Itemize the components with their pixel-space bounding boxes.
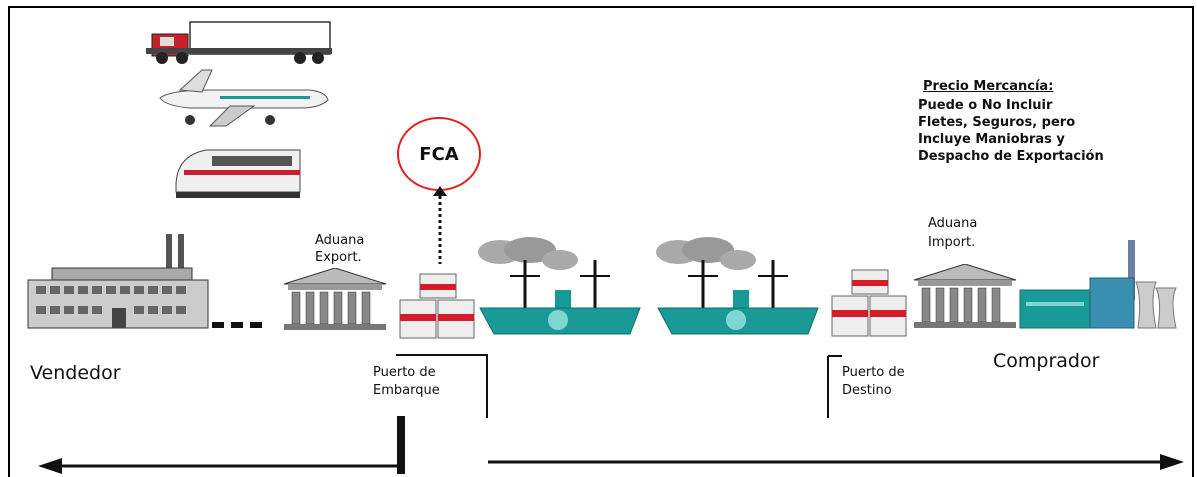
aduana-export-line1: Aduana bbox=[315, 233, 365, 248]
ship-icon bbox=[478, 237, 641, 335]
precio-line-2: Fletes, Seguros, pero bbox=[918, 115, 1076, 130]
dash-connector bbox=[212, 322, 262, 328]
precio-line-4: Despacho de Exportación bbox=[918, 149, 1104, 164]
train-icon bbox=[175, 149, 301, 198]
diagram-frame bbox=[8, 6, 1194, 477]
puerto-destino-line2: Destino bbox=[842, 383, 892, 398]
precio-line-1: Puede o No Incluir bbox=[918, 98, 1053, 113]
puerto-destino-line1: Puerto de bbox=[842, 365, 905, 380]
aduana-export-line2: Export. bbox=[315, 250, 362, 265]
cargo-boxes-embarque-icon bbox=[399, 273, 475, 339]
aduana-import-line1: Aduana bbox=[928, 216, 978, 231]
airplane-icon bbox=[159, 69, 329, 127]
industrial-plant-icon bbox=[1019, 240, 1177, 329]
buyer-arrow-head bbox=[1160, 454, 1184, 470]
fca-label: FCA bbox=[419, 143, 459, 165]
customs-building-export-icon bbox=[283, 268, 387, 330]
vendedor-label: Vendedor bbox=[30, 362, 121, 384]
customs-building-import-icon bbox=[913, 264, 1017, 328]
ship-icon-2 bbox=[656, 237, 819, 335]
dotted-up-arrow bbox=[433, 186, 447, 264]
puerto-embarque-line1: Puerto de bbox=[373, 365, 436, 380]
precio-title: Precio Mercancía: bbox=[923, 79, 1054, 94]
puerto-embarque-line2: Embarque bbox=[373, 383, 440, 398]
aduana-import-line2: Import. bbox=[928, 235, 976, 250]
factory-icon bbox=[27, 234, 209, 329]
comprador-label: Comprador bbox=[993, 350, 1100, 372]
precio-line-3: Incluye Maniobras y bbox=[918, 132, 1065, 147]
seller-arrow-head bbox=[38, 458, 62, 474]
risk-divider bbox=[397, 416, 405, 474]
cargo-boxes-destino-icon bbox=[831, 269, 907, 337]
truck-icon bbox=[146, 21, 332, 64]
